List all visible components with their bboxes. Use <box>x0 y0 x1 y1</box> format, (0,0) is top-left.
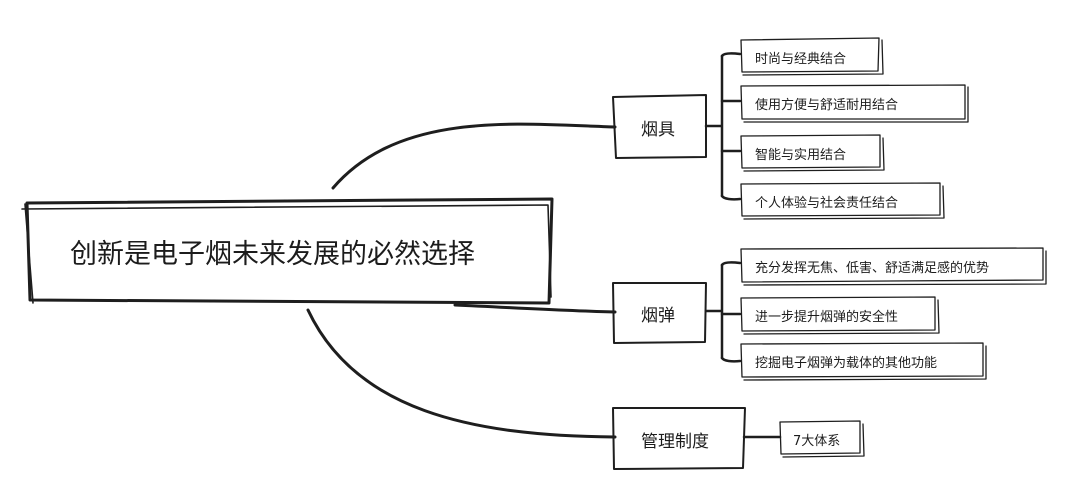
branch-3-title: 管理制度 <box>641 432 709 452</box>
root-box-outline-echo <box>21 203 552 304</box>
branch-1-bracket <box>704 54 724 198</box>
branch-1-box-outline <box>612 94 707 159</box>
branch-1-item-4-tick <box>720 194 742 201</box>
leaf-1-1: 时尚与经典结合 <box>755 52 847 67</box>
leaf-2-1-box <box>740 247 1047 286</box>
leaf-1-4: 个人体验与社会责任结合 <box>755 196 899 211</box>
branch-2-item-1-tick <box>720 261 742 267</box>
root-title: 创新是电子烟未来发展的必然选择 <box>70 239 475 270</box>
branch-1-title: 烟具 <box>641 120 675 140</box>
root-to-branch-2-link <box>453 303 617 314</box>
leaf-2-3-box <box>740 342 987 381</box>
leaf-2-3: 挖掘电子烟弹为载体的其他功能 <box>755 356 938 371</box>
leaf-1-1-box <box>740 37 884 76</box>
branch-2-item-3-tick <box>720 356 742 363</box>
leaf-1-4-box <box>740 182 945 220</box>
branch-1-item-1-tick <box>720 52 742 58</box>
leaf-1-2: 使用方便与舒适耐用结合 <box>755 98 899 113</box>
root-box-outline <box>25 197 554 305</box>
root-to-branch-1-link <box>331 122 617 190</box>
root-to-branch-3-link <box>306 308 617 439</box>
leaf-3-1: 7大体系 <box>793 434 841 449</box>
branch-3-box-outline <box>612 407 746 470</box>
branch-2-bracket <box>704 263 724 360</box>
leaf-2-2-box <box>740 296 940 335</box>
leaf-2-1: 充分发挥无焦、低害、舒适满足感的优势 <box>755 261 990 276</box>
leaf-1-2-box <box>740 84 969 123</box>
leaf-2-2: 进一步提升烟弹的安全性 <box>755 310 899 325</box>
leaf-1-3: 智能与实用结合 <box>755 148 847 163</box>
leaf-3-1-box <box>779 420 865 458</box>
branch-2-title: 烟弹 <box>641 306 675 326</box>
branch-2-box-outline <box>612 282 707 344</box>
leaf-1-3-box <box>740 134 885 172</box>
